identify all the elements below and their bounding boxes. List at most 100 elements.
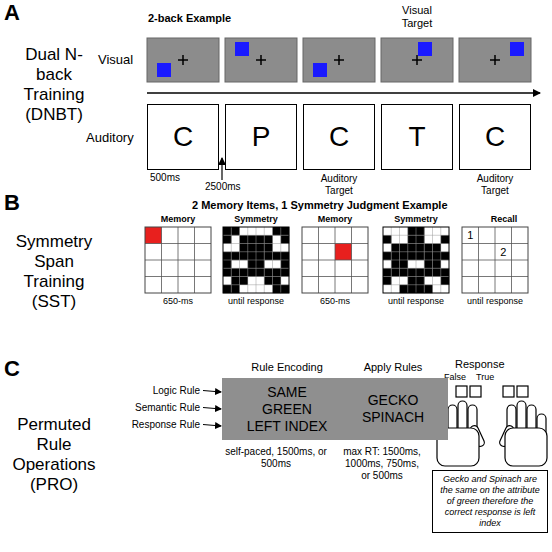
symmetry-cell <box>400 244 408 252</box>
blue-square <box>157 42 524 77</box>
grid-line <box>264 227 265 293</box>
interval-arrow <box>221 158 222 180</box>
rule-screen: Rule EncodingSAMEGREENLEFT INDEX <box>222 378 352 440</box>
panel-letter: B <box>4 190 20 216</box>
rule-label: Response Rule <box>132 419 200 430</box>
symmetry-cell <box>231 268 239 276</box>
grid-line <box>351 227 352 293</box>
visual-frames-part <box>147 38 219 82</box>
symmetry-cell <box>256 268 264 276</box>
symmetry-cell <box>281 260 289 268</box>
timing-label: self-paced, 1500ms, or 500ms <box>222 446 330 470</box>
grid-border <box>383 227 449 293</box>
screen-heading: Symmetry <box>383 214 449 224</box>
symmetry-cell <box>273 252 281 260</box>
memory-grid <box>462 227 528 293</box>
grid-border <box>462 227 528 293</box>
blue-square-part <box>157 63 171 77</box>
leader-arrow <box>203 425 221 427</box>
grid-line <box>223 268 289 269</box>
screen-heading: Rule Encoding <box>208 361 366 373</box>
symmetry-cell <box>240 252 248 260</box>
visual-frames-part <box>303 38 375 82</box>
symmetry-cell <box>223 260 231 268</box>
symmetry-cell <box>400 285 408 293</box>
rule-screen: Apply RulesGECKO SPINACH <box>338 378 448 440</box>
grid-line <box>511 227 512 293</box>
grid-line <box>223 284 289 285</box>
symmetry-cell <box>416 285 424 293</box>
fixation-cross <box>178 55 500 65</box>
symmetry-cell <box>441 252 449 260</box>
symmetry-cell <box>223 285 231 293</box>
symmetry-cell <box>256 244 264 252</box>
symmetry-cell <box>223 227 231 235</box>
explanation-text: Gecko and Spinach are the same on the at… <box>437 474 543 529</box>
symmetry-cell <box>240 268 248 276</box>
hand-left-part <box>456 386 467 397</box>
symmetry-cell <box>416 252 424 260</box>
fixation-cross-part <box>490 55 500 65</box>
timing-label: max RT: 1500ms, 1000ms, 750ms, or 500ms <box>340 446 424 482</box>
timing-label: 650-ms <box>145 296 211 306</box>
symmetry-cell <box>416 277 424 285</box>
visual-frames <box>147 38 531 82</box>
symmetry-cell <box>416 227 424 235</box>
letter-stimulus: C <box>329 121 349 153</box>
row-label: Auditory <box>86 130 134 145</box>
leader-arrow <box>203 408 221 410</box>
symmetry-cell <box>391 252 399 260</box>
rule-label: Semantic Rule <box>135 402 200 413</box>
symmetry-cell <box>231 252 239 260</box>
screen-heading: Symmetry <box>223 214 289 224</box>
symmetry-cell <box>400 260 408 268</box>
grid-line <box>280 227 281 293</box>
symmetry-cell <box>433 260 441 268</box>
fixation-cross-part <box>334 55 344 65</box>
hand-right <box>498 386 547 466</box>
timing-label: until response <box>462 296 528 306</box>
grid-line <box>383 260 449 261</box>
grid-line <box>145 260 211 261</box>
symmetry-cell <box>281 285 289 293</box>
symmetry-cell <box>231 227 239 235</box>
panel-letter: A <box>4 0 20 26</box>
symmetry-cell <box>416 244 424 252</box>
letter-stimulus: T <box>408 121 425 153</box>
blue-square-part <box>235 42 249 56</box>
hand-right-part <box>503 386 514 397</box>
visual-frames-part <box>225 38 297 82</box>
stimulus-box: P <box>225 104 297 170</box>
symmetry-cell <box>273 285 281 293</box>
recall-number: 2 <box>495 244 512 261</box>
memory-grid <box>145 227 211 293</box>
grid-line <box>462 276 528 277</box>
symmetry-cell <box>424 268 432 276</box>
symmetry-cell <box>391 244 399 252</box>
symmetry-cell <box>240 244 248 252</box>
symmetry-cell <box>400 268 408 276</box>
symmetry-cell <box>433 252 441 260</box>
recall-grid: Recall12 <box>462 227 546 293</box>
rule-word: GREEN <box>226 401 348 418</box>
stimulus-box: C <box>147 104 219 170</box>
symmetry-cell <box>441 268 449 276</box>
letter-stimulus: C <box>485 121 505 153</box>
stimulus-box: C <box>303 104 375 170</box>
grid-line <box>440 227 441 293</box>
symmetry-cell <box>424 244 432 252</box>
screen-heading: Memory <box>302 214 368 224</box>
symmetry-cell <box>383 268 391 276</box>
grid-line <box>302 276 368 277</box>
condition-name: Symmetry Span Training (SST) <box>14 232 94 312</box>
screen-heading: Apply Rules <box>324 361 462 373</box>
grid-line <box>302 260 368 261</box>
symmetry-cell <box>408 285 416 293</box>
stimulus-box: C <box>459 104 531 170</box>
rule-word: GECKO SPINACH <box>362 392 424 426</box>
grid-line <box>432 227 433 293</box>
symmetry-cell <box>248 260 256 268</box>
symmetry-cell <box>264 252 272 260</box>
timeline-arrow <box>147 92 540 94</box>
fixation-cross-part <box>256 55 266 65</box>
